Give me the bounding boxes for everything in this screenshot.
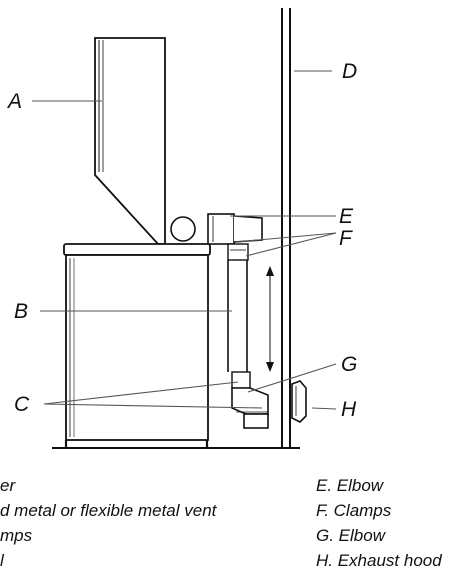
- leader-c-lower: [43, 403, 263, 409]
- legend-right: E. Elbow F. Clamps G. Elbow H. Exhaust h…: [316, 476, 442, 570]
- washer-unit: [63, 243, 211, 447]
- legend-right-item-g: G. Elbow: [316, 526, 387, 545]
- leader-f-lower: [245, 232, 337, 257]
- leader-h: [311, 407, 337, 410]
- dryer-unit: [94, 37, 196, 245]
- callout-a: A: [6, 90, 22, 113]
- callout-e: E: [339, 205, 354, 228]
- legend-right-item-f: F. Clamps: [316, 501, 392, 520]
- vent-duct-assembly: [207, 213, 269, 429]
- callout-f: F: [339, 227, 353, 250]
- legend-right-item-e: E. Elbow: [316, 476, 385, 495]
- callout-c: C: [14, 393, 30, 416]
- legend-left-item-a: er: [0, 476, 16, 495]
- legend-left: er d metal or flexible metal vent mps l: [0, 476, 218, 570]
- upper-clamp: [227, 243, 249, 261]
- callout-h: H: [341, 398, 357, 421]
- leader-lines: [32, 70, 337, 410]
- lower-clamp: [231, 371, 251, 389]
- legend-right-item-h: H. Exhaust hood: [316, 551, 442, 570]
- wall: [281, 8, 291, 448]
- height-dimension-arrow: [266, 266, 274, 372]
- callout-b: B: [14, 300, 28, 323]
- legend-left-item-b: d metal or flexible metal vent: [0, 501, 218, 520]
- callout-d: D: [342, 60, 357, 83]
- upper-elbow: [207, 213, 263, 245]
- leader-g: [247, 363, 337, 393]
- leader-c-upper: [43, 381, 239, 405]
- leader-f-upper: [235, 232, 337, 243]
- legend-left-item-d: l: [0, 551, 5, 570]
- dryer-exhaust-outlet: [170, 216, 196, 242]
- legend-left-item-c: mps: [0, 526, 33, 545]
- vertical-vent: [227, 260, 248, 372]
- exhaust-hood: [291, 380, 307, 423]
- callout-g: G: [341, 353, 357, 376]
